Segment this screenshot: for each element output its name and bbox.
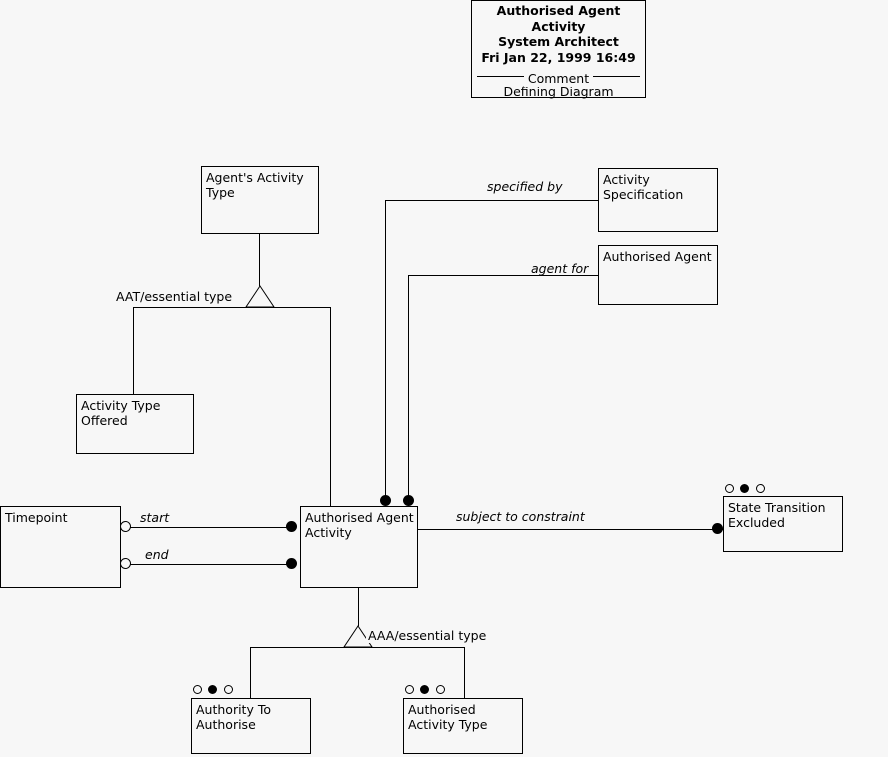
connector-aaa-drop-right <box>464 647 465 698</box>
connector-specified-by-vertical <box>385 200 386 505</box>
marker-ata-ring-left <box>193 685 202 694</box>
marker-specified-by-dot <box>380 495 391 506</box>
entity-timepoint[interactable]: Timepoint <box>0 506 121 588</box>
connector-aat-drop-left <box>133 307 134 394</box>
connector-aat-vertical <box>259 234 260 286</box>
connector-aat-bar <box>133 307 330 308</box>
role-label-end: end <box>145 547 169 562</box>
entity-label: Activity Type Offered <box>81 398 161 428</box>
marker-end-dot <box>286 558 297 569</box>
entity-activity-type-offered[interactable]: Activity Type Offered <box>76 394 194 454</box>
marker-start-dot <box>286 521 297 532</box>
title-block-title-line1: Authorised Agent Activity <box>496 3 621 34</box>
connector-agent-for-vertical <box>408 275 409 505</box>
entity-label: Authority To Authorise <box>196 702 271 732</box>
title-block-legend: Comment <box>523 71 594 87</box>
relationship-label-subject-to-constraint: subject to constraint <box>456 509 585 524</box>
title-block-timestamp: Fri Jan 22, 1999 16:49 <box>481 49 636 65</box>
marker-aat-ring-left <box>405 685 414 694</box>
entity-authorised-agent-activity[interactable]: Authorised Agent Activity <box>300 506 418 588</box>
entity-activity-specification[interactable]: Activity Specification <box>598 168 718 232</box>
subtype-label-aat: AAT/essential type <box>114 289 235 304</box>
marker-ste-ring-left <box>725 484 734 493</box>
connector-specified-by-horizontal <box>385 200 598 201</box>
marker-aat-dot-middle <box>420 685 429 694</box>
entity-state-transition-excluded[interactable]: State Transition Excluded <box>723 496 843 552</box>
marker-agent-for-dot <box>403 495 414 506</box>
entity-label: Authorised Agent <box>603 249 712 264</box>
entity-label: Authorised Agent Activity <box>305 510 414 540</box>
relationship-label-specified-by: specified by <box>487 179 563 194</box>
subtype-label-aaa: AAA/essential type <box>366 628 489 643</box>
marker-ste-ring-right <box>756 484 765 493</box>
connector-aat-drop-right <box>330 307 331 506</box>
subtype-triangle-aaa <box>343 625 373 648</box>
marker-end-ring <box>120 558 131 569</box>
entity-label: Timepoint <box>5 510 68 525</box>
entity-authority-to-authorise[interactable]: Authority To Authorise <box>191 698 311 754</box>
title-block-comment: Defining Diagram <box>503 84 614 99</box>
entity-label: State Transition Excluded <box>728 500 826 530</box>
marker-start-ring <box>120 521 131 532</box>
connector-aaa-vertical <box>358 588 359 626</box>
title-block-title-line2: System Architect <box>498 34 619 49</box>
role-label-start: start <box>140 510 170 525</box>
subtype-triangle-aat <box>245 285 275 308</box>
entity-authorised-activity-type[interactable]: Authorised Activity Type <box>403 698 523 754</box>
connector-end-line <box>126 564 293 565</box>
entity-label: Agent's Activity Type <box>206 170 304 200</box>
connector-subject-to-constraint-line <box>418 529 723 530</box>
marker-ste-dot-middle <box>740 484 749 493</box>
marker-aat-ring-right <box>436 685 445 694</box>
marker-ata-dot-middle <box>208 685 217 694</box>
connector-start-line <box>126 527 293 528</box>
entity-authorised-agent[interactable]: Authorised Agent <box>598 245 718 305</box>
connector-agent-for-horizontal <box>408 275 598 276</box>
entity-label: Activity Specification <box>603 172 684 202</box>
connector-aaa-drop-left <box>250 647 251 698</box>
entity-agents-activity-type[interactable]: Agent's Activity Type <box>201 166 319 234</box>
title-block-divider: Comment <box>472 68 645 87</box>
entity-label: Authorised Activity Type <box>408 702 488 732</box>
relationship-label-agent-for: agent for <box>531 261 589 276</box>
marker-ata-ring-right <box>224 685 233 694</box>
marker-subject-to-constraint-dot <box>712 523 723 534</box>
